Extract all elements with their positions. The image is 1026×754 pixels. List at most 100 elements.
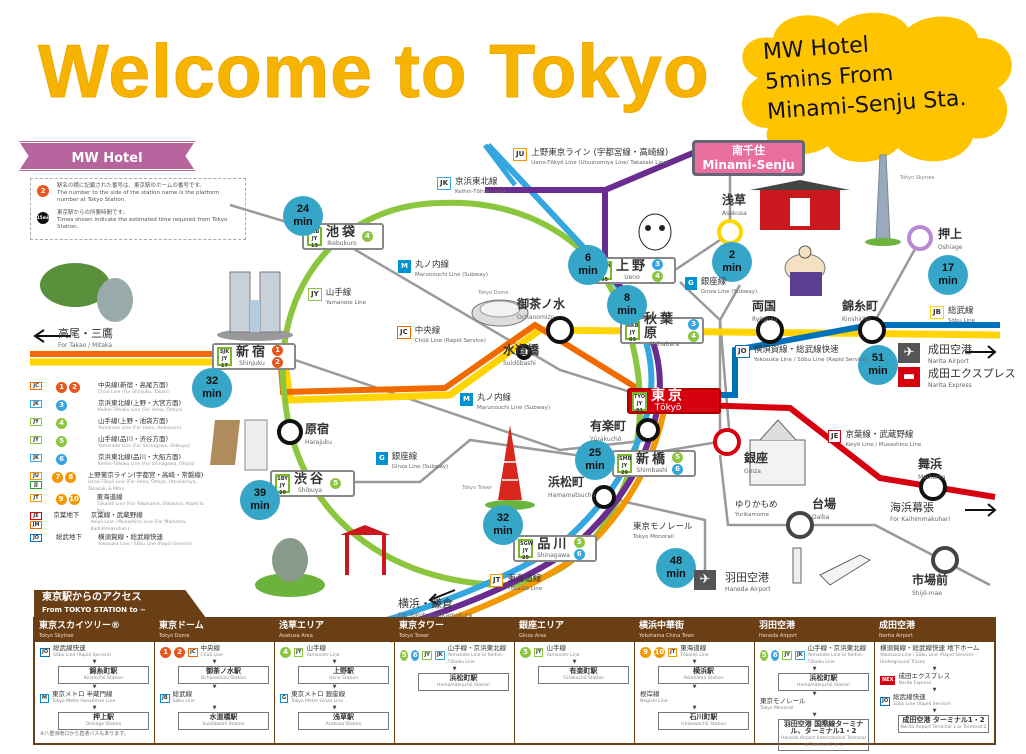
- platform-number-badge: 1: [56, 382, 67, 393]
- line-code-badge: JC: [397, 326, 411, 339]
- station-ja: 成田空港 ターミナル1・2: [902, 716, 985, 724]
- time-unit: min: [868, 365, 888, 377]
- platform-number-badge: 5: [56, 436, 67, 447]
- line-ja: 京浜東北線: [455, 177, 498, 187]
- station-ja: 新橋: [636, 452, 669, 467]
- note-en: Times shown indicate the estimated time …: [57, 217, 228, 230]
- platform-number-badge: 3: [652, 259, 664, 270]
- platform-number-badge: 3: [56, 400, 67, 411]
- station-minami-senju[interactable]: 南千住 Minami-Senju: [692, 140, 805, 176]
- line-code-badge: JE: [828, 430, 842, 443]
- line-code-badge: JU: [513, 148, 528, 161]
- line-code-badge: M: [460, 393, 473, 406]
- destination-en: For Kaihimmakuhari: [890, 516, 950, 523]
- arrow-narita-icon: [965, 345, 997, 359]
- line-code-badge: G: [376, 452, 388, 465]
- line-code-badge: G: [685, 277, 697, 290]
- destination-ja: 成田空港: [879, 621, 916, 631]
- down-arrow-icon: ▼: [92, 684, 97, 690]
- platform-number-badge: 8: [65, 472, 77, 483]
- station-en: Minami-Senju: [702, 158, 795, 172]
- station-ja: 押上駅: [93, 713, 114, 721]
- line-en: Ueno-Tōkyō Line (Utsunomiya Line/ Takasa…: [531, 160, 669, 166]
- time-unit: min: [493, 525, 513, 537]
- line-ja: 山手線: [325, 288, 352, 298]
- line-badge: 9: [640, 646, 651, 658]
- time-unit: min: [722, 262, 742, 274]
- destination-en: Tokyo Tower: [399, 633, 430, 639]
- station-ja: 浜松町駅: [449, 674, 478, 682]
- station-en: Harajuku: [305, 439, 332, 446]
- line-ja: 山手線・京浜東北線: [447, 644, 507, 652]
- station-ja: 市場前: [912, 573, 949, 587]
- line-badge: JO: [880, 696, 891, 706]
- line-en: Ginza Line (Subway): [700, 289, 758, 295]
- line-code-badge: JY: [308, 288, 322, 301]
- panda-illustration: [638, 213, 672, 251]
- legend-ja: 東海道線: [96, 493, 123, 501]
- legend-en: Keihin-Tōhoku Line (For Ueno, Ōmiya): [98, 408, 183, 413]
- station-marker-maihama: [919, 473, 947, 501]
- platform-number-badge: 4: [688, 331, 699, 342]
- line-badge: JY: [294, 647, 304, 657]
- line-code-badge: JK: [30, 454, 42, 462]
- legend-text: 京浜東北線(上野・大宮方面)Keihin-Tōhoku Line (For Ue…: [98, 400, 183, 414]
- station-en: Ikebukuro: [327, 240, 357, 247]
- tokyo-skytree-illustration: [865, 154, 901, 246]
- platforms: 6: [56, 454, 94, 465]
- line-en: Yamanote Line: [325, 300, 366, 306]
- time-value: 51: [871, 352, 885, 364]
- down-arrow-icon: ▼: [932, 687, 937, 693]
- legend-en: Keiyō Line / Musashino Line (For Maihama…: [90, 520, 187, 532]
- legend-text: 山手線(品川・渋谷方面)Yamanote Line (For Shinagawa…: [98, 436, 190, 450]
- destination-ja: 銀座エリア: [519, 621, 565, 631]
- line-ja: 中央線: [200, 644, 221, 652]
- station-en: Narita Airport Terminal 1 or Terminal 2: [900, 725, 987, 730]
- line-ja: 東京モノレール: [633, 522, 693, 532]
- time-unit: min: [250, 500, 270, 512]
